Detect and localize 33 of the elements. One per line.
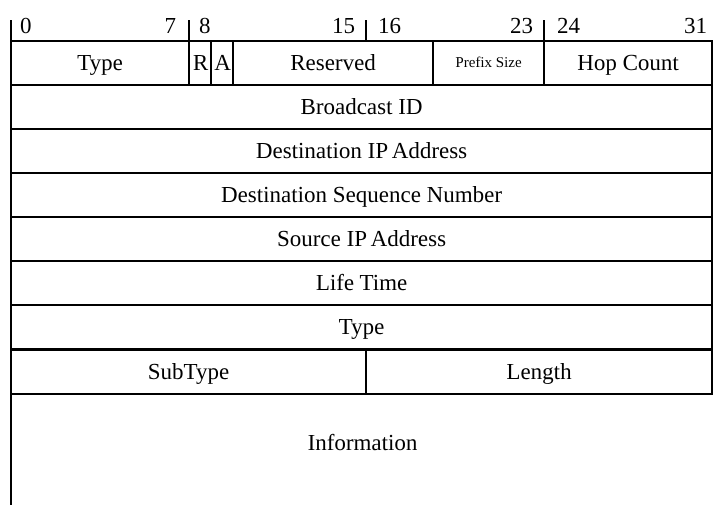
field-name: Destination IP Address [256, 138, 468, 164]
field-name: Hop Count [577, 50, 679, 76]
bit-number: 16 [378, 14, 401, 38]
field-cell [10, 172, 713, 218]
field-name: R [192, 50, 208, 76]
bit-number: 23 [510, 14, 533, 38]
field-cell [10, 304, 713, 350]
field-name: Information [308, 430, 418, 457]
bit-number: 31 [684, 14, 707, 38]
field-name: Type [77, 50, 123, 76]
field-cell [10, 40, 190, 86]
field-name: Broadcast ID [300, 94, 422, 120]
field-cell [10, 260, 713, 306]
field-cell [543, 40, 713, 86]
field-name: Type [338, 314, 384, 340]
field-name: Source IP Address [276, 226, 446, 252]
field-cell [10, 84, 713, 130]
bit-number: 0 [20, 14, 32, 38]
field-cell [10, 349, 367, 395]
bit-number: 7 [164, 14, 176, 38]
field-cell [365, 349, 713, 395]
field-cell [10, 128, 713, 174]
field-name: Destination Sequence Number [220, 182, 502, 208]
bit-number: 8 [199, 14, 210, 38]
field-name: Reserved [290, 50, 376, 76]
field-name: SubType [148, 359, 230, 385]
bit-number: 24 [557, 14, 580, 38]
field-name: Life Time [316, 270, 408, 296]
field-cell [10, 216, 713, 262]
field-name: A [214, 50, 230, 76]
field-name: Prefix Size [455, 54, 522, 72]
field-name: Length [506, 359, 572, 385]
bit-number: 15 [332, 14, 355, 38]
